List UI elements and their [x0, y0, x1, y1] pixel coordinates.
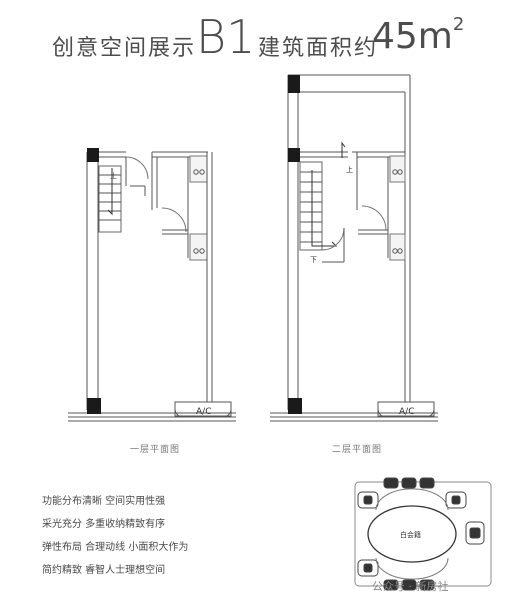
feature-list: 功能分布清晰 空间实用性强 采光充分 多重收纳精致有序 弹性布局 合理动线 小面…	[42, 490, 188, 582]
area-value: 45m2	[372, 14, 465, 57]
feature-item: 采光充分 多重收纳精致有序	[42, 519, 166, 530]
page-title: 创意空间展示 B1 建筑面积约 45m2	[0, 8, 517, 68]
floor2-up-label: 上	[346, 165, 353, 174]
floor1-plan	[68, 151, 236, 422]
floor1-ac-label: A/C	[196, 407, 211, 417]
structural-columns	[87, 75, 302, 414]
feature-item: 简约精致 睿智人士理想空间	[42, 565, 166, 576]
area-label: 建筑面积约	[258, 36, 379, 61]
floor2-plan	[270, 74, 438, 422]
floor1-up-label: 上	[110, 171, 117, 180]
feature-item: 功能分布清晰 空间实用性强	[42, 496, 166, 507]
watermark: 公众号 · 新房社	[372, 580, 449, 593]
furniture-sketch	[354, 477, 492, 591]
title-prefix: 创意空间展示	[52, 36, 197, 61]
feature-item: 弹性布局 合理动线 小面积大作为	[42, 542, 189, 553]
floor2-caption: 二层平面图	[332, 445, 383, 455]
floor1-caption: 一层平面图	[130, 445, 181, 455]
unit-code: B1	[196, 10, 256, 64]
table-label: 白会籍	[400, 530, 421, 539]
floor2-ac-label: A/C	[399, 407, 414, 417]
floor2-down-label: 下	[310, 256, 317, 264]
